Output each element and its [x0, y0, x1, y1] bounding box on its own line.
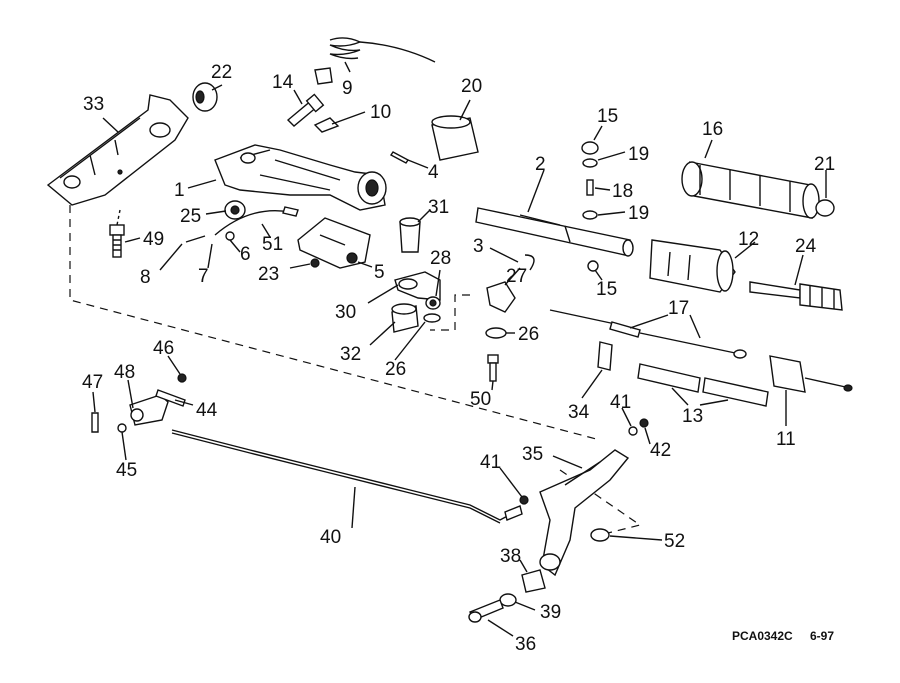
- callout-33: 33: [83, 94, 104, 115]
- callout-27: 27: [506, 266, 527, 287]
- callout-15b: 15: [596, 279, 617, 300]
- callout-39: 39: [540, 602, 561, 623]
- figure-code: PCA0342C: [732, 629, 793, 643]
- callout-14: 14: [272, 72, 294, 93]
- part-35-shift-lever: [539, 449, 630, 577]
- callout-34: 34: [568, 402, 590, 423]
- part-38-39-36-hardware: [468, 569, 546, 623]
- part-52-washer: [590, 528, 610, 542]
- part-34-clip: [597, 341, 613, 371]
- part-11-cable-end: [769, 355, 853, 393]
- callout-23: 23: [258, 264, 279, 285]
- callout-47: 47: [82, 372, 103, 393]
- callout-41a: 41: [480, 452, 501, 473]
- callout-5: 5: [374, 262, 385, 283]
- callout-17: 17: [668, 298, 689, 319]
- callout-26a: 26: [518, 324, 539, 345]
- part-31-stud: [399, 217, 421, 253]
- part-50-bolt: [487, 354, 499, 382]
- part-30-bracket: [394, 271, 441, 301]
- callout-12: 12: [738, 229, 759, 250]
- callout-31: 31: [428, 197, 449, 218]
- part-26-washers: [423, 313, 507, 339]
- callout-6: 6: [240, 244, 251, 265]
- callout-11: 11: [776, 429, 796, 450]
- callout-28: 28: [430, 248, 451, 269]
- callout-8: 8: [140, 267, 151, 288]
- callout-16: 16: [702, 119, 723, 140]
- part-12-sleeve: [649, 239, 736, 293]
- callout-4: 4: [428, 162, 439, 183]
- callout-1: 1: [174, 180, 185, 201]
- leader-lines: [92, 61, 827, 637]
- part-1-tiller-arm: [214, 144, 387, 211]
- part-49-bolt: [109, 209, 125, 258]
- callout-3: 3: [473, 236, 484, 257]
- callout-35: 35: [522, 444, 543, 465]
- part-41-42-hardware: [519, 418, 649, 505]
- callout-2: 2: [535, 154, 546, 175]
- part-44-48-46-45-47-hardware: [91, 373, 187, 433]
- part-24-pin: [749, 281, 843, 311]
- part-23-screw: [310, 258, 320, 268]
- callout-40: 40: [320, 527, 341, 548]
- part-5-switch: [297, 217, 371, 269]
- callout-10: 10: [370, 102, 391, 123]
- part-32-bushing: [391, 303, 419, 333]
- callout-20: 20: [461, 76, 482, 97]
- callout-9: 9: [342, 78, 353, 99]
- part-8-6-7-51-wire: [185, 206, 299, 243]
- part-22-cap: [192, 82, 218, 112]
- part-10-clip: [313, 117, 340, 133]
- part-9-spring: [314, 37, 436, 85]
- part-33-base-bracket: [46, 94, 189, 206]
- callout-22: 22: [211, 62, 232, 83]
- callout-36: 36: [515, 634, 536, 655]
- part-2-shaft: [475, 207, 634, 257]
- part-40-shift-rod: [171, 429, 523, 524]
- callout-45: 45: [116, 460, 137, 481]
- callout-18: 18: [612, 181, 633, 202]
- part-20-bushing: [431, 115, 479, 161]
- callout-13: 13: [682, 406, 703, 427]
- callout-52: 52: [664, 531, 685, 552]
- callout-46: 46: [153, 338, 174, 359]
- callout-15a: 15: [597, 106, 618, 127]
- callout-24: 24: [795, 236, 817, 257]
- callout-21: 21: [814, 154, 835, 175]
- part-15-19-18-hardware: [581, 141, 599, 272]
- part-16-grip: [681, 161, 820, 219]
- part-13-sleeves: [637, 363, 769, 407]
- callout-19b: 19: [628, 203, 649, 224]
- callout-50: 50: [470, 389, 491, 410]
- figure-date: 6-97: [810, 629, 834, 643]
- callout-30: 30: [335, 302, 356, 323]
- callout-labels: 33 22 9 14 10 1 4 20 25 8 7 6 51 23 5 31…: [82, 62, 835, 655]
- part-17-cable: [549, 309, 747, 359]
- callout-32: 32: [340, 344, 361, 365]
- callout-19a: 19: [628, 144, 649, 165]
- part-28-nut: [425, 296, 441, 310]
- part-21-cap: [815, 199, 835, 217]
- callout-7: 7: [198, 266, 209, 287]
- part-25-grommet: [224, 200, 246, 220]
- part-14-bolt: [286, 93, 325, 127]
- callout-49: 49: [143, 229, 164, 250]
- callout-51: 51: [262, 234, 283, 255]
- callout-42: 42: [650, 440, 671, 461]
- callout-48: 48: [114, 362, 135, 383]
- callout-26b: 26: [385, 359, 406, 380]
- part-4-pin: [389, 151, 410, 164]
- callout-25: 25: [180, 206, 201, 227]
- callout-41b: 41: [610, 392, 631, 413]
- callout-44: 44: [196, 400, 218, 421]
- callout-38: 38: [500, 546, 521, 567]
- part-27-clip: [486, 254, 535, 313]
